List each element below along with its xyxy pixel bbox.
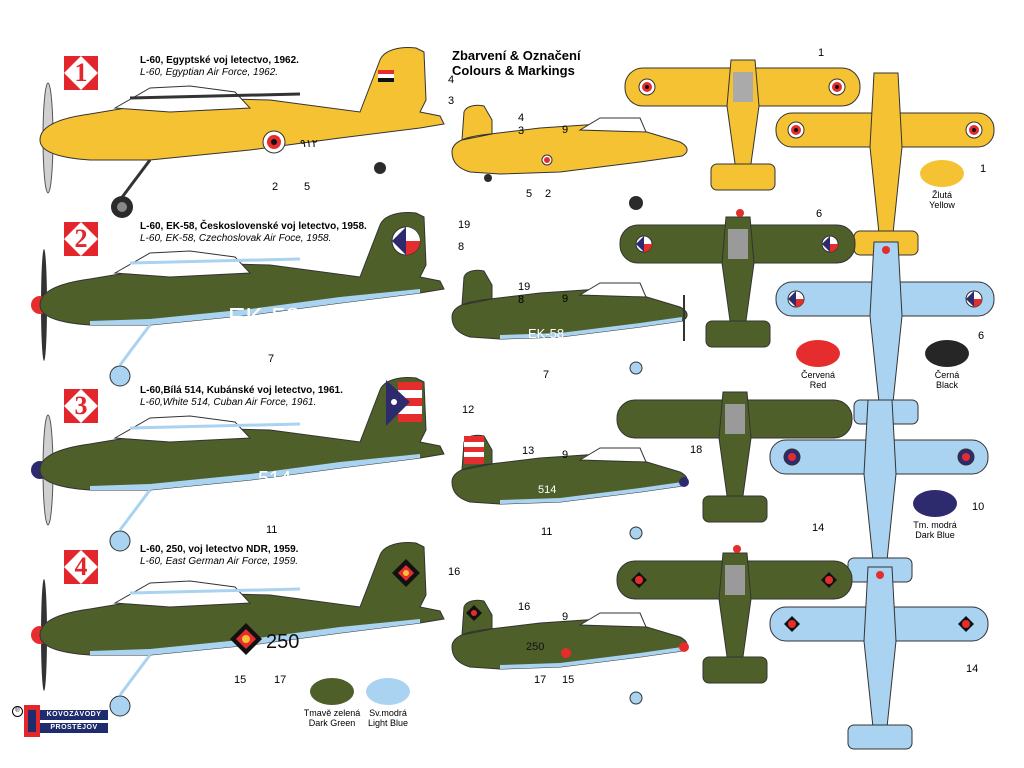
scheme-3-small-serial: 514: [538, 484, 556, 496]
logo-mark-blue: [28, 710, 36, 732]
svg-text:12: 12: [462, 404, 474, 416]
svg-text:9: 9: [562, 449, 568, 461]
swatch-yellow: [920, 160, 964, 187]
svg-text:7: 7: [268, 353, 274, 365]
svg-text:6: 6: [978, 330, 984, 342]
svg-text:11: 11: [541, 526, 552, 538]
logo-line-2: PROSTĚJOV: [40, 723, 108, 733]
svg-text:16: 16: [448, 566, 460, 578]
svg-text:5: 5: [304, 181, 310, 193]
kovozavody-logo: ® KOVOZÁVODY PROSTĚJOV: [10, 700, 110, 760]
scheme-badge-1: 1: [64, 56, 98, 90]
svg-text:4: 4: [518, 112, 524, 124]
svg-text:1: 1: [980, 163, 986, 175]
scheme-badge-2: 2: [64, 222, 98, 256]
svg-text:2: 2: [272, 181, 278, 193]
scheme-1-side-view: [39, 47, 445, 218]
scheme-caption-2: L-60, EK-58, Československé voj letectvo…: [140, 221, 367, 244]
scheme-3-side-view: [31, 377, 445, 552]
heading-cz: Zbarvení & Označení: [452, 48, 581, 63]
scheme-4-bottom-view: [769, 566, 989, 750]
scheme-2-small-view: [451, 269, 688, 375]
svg-text:8: 8: [458, 241, 464, 253]
scheme-badge-3: 3: [64, 389, 98, 423]
svg-text:9: 9: [562, 124, 568, 136]
registered-mark: ®: [12, 706, 23, 717]
scheme-4-side-view: [31, 542, 445, 717]
svg-text:4: 4: [448, 74, 454, 86]
svg-text:19: 19: [458, 219, 470, 231]
scheme-2-top-view: [619, 209, 856, 348]
swatch-dark-green: [310, 678, 354, 705]
swatch-black: [925, 340, 969, 367]
scheme-3-bottom-view: [769, 399, 989, 583]
scheme-2-serial: EK-58: [228, 302, 300, 332]
scheme-3-small-view: [451, 434, 689, 540]
svg-text:10: 10: [972, 501, 984, 513]
scheme-2-bottom-view: [775, 241, 995, 425]
scheme-2-small-serial: EK-58: [528, 326, 564, 341]
callouts: 4 3 2 5 4 3 9 5 2 1 1 19 8 7 19 8 9 7 6 …: [234, 47, 986, 686]
scheme-1-bottom-view: [775, 72, 995, 256]
svg-text:6: 6: [816, 208, 822, 220]
svg-text:19: 19: [518, 281, 530, 293]
svg-text:7: 7: [543, 369, 549, 381]
svg-text:14: 14: [812, 522, 824, 534]
scheme-badge-4: 4: [64, 550, 98, 584]
svg-text:5: 5: [526, 188, 532, 200]
scheme-4-small-serial: 250: [526, 641, 544, 653]
svg-text:11: 11: [266, 524, 277, 536]
scheme-2-side-view: [31, 212, 445, 387]
scheme-3-top-view: [616, 391, 853, 523]
scheme-1-small-view: [451, 104, 688, 210]
scheme-caption-4: L-60, 250, voj letectvo NDR, 1959.L-60, …: [140, 544, 299, 567]
logo-line-1: KOVOZÁVODY: [40, 710, 108, 720]
sheet-heading: Zbarvení & Označení Colours & Markings: [452, 48, 581, 78]
heading-en: Colours & Markings: [452, 63, 575, 78]
swatch-dark-blue: [913, 490, 957, 517]
scheme-1-top-view: [624, 59, 861, 191]
svg-text:14: 14: [966, 663, 978, 675]
svg-text:9: 9: [562, 293, 568, 305]
scheme-caption-1: L-60, Egyptské voj letectvo, 1962.L-60, …: [140, 55, 299, 78]
svg-text:9: 9: [562, 611, 568, 623]
svg-text:1: 1: [818, 47, 824, 59]
svg-text:15: 15: [562, 674, 574, 686]
swatch-light-blue: [366, 678, 410, 705]
scheme-4-serial: 250: [266, 631, 299, 653]
scheme-3-serial: 514: [258, 468, 291, 490]
svg-text:13: 13: [522, 445, 534, 457]
scheme-4-small-view: [451, 599, 689, 705]
swatch-red: [796, 340, 840, 367]
svg-text:8: 8: [518, 294, 524, 306]
svg-text:15: 15: [234, 674, 246, 686]
scheme-1-serial: ٩١٢: [300, 138, 318, 150]
svg-text:17: 17: [534, 674, 546, 686]
svg-text:17: 17: [274, 674, 286, 686]
svg-text:3: 3: [518, 125, 524, 137]
svg-text:2: 2: [545, 188, 551, 200]
svg-text:16: 16: [518, 601, 530, 613]
scheme-caption-3: L-60,Bílá 514, Kubánské voj letectvo, 19…: [140, 385, 343, 408]
svg-text:3: 3: [448, 95, 454, 107]
scheme-4-top-view: [616, 545, 853, 684]
svg-text:18: 18: [690, 444, 702, 456]
